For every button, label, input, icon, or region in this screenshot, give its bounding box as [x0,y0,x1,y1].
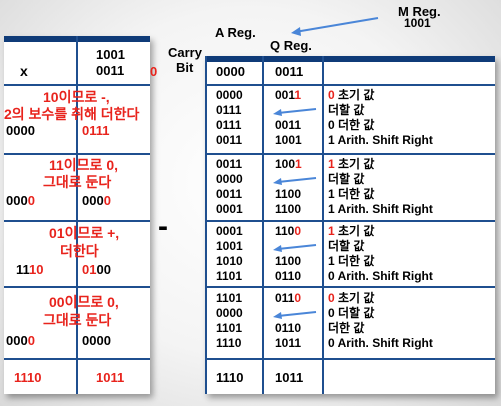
step-description: 0 더한 값 [328,118,375,132]
step-a-value: 1001 [216,239,243,253]
step1-note-line1: 10이므로 -, [43,89,110,105]
right-row-divider [205,153,495,155]
step-a-value: 1101 [216,321,243,335]
step-a-value: 0001 [216,202,243,216]
left-row-divider [4,84,150,86]
right-panel [205,56,495,394]
right-col-divider-desc [322,56,324,394]
x-label: x [20,63,28,79]
left-arrow-icon [273,244,317,252]
step-a-value: 1101 [216,269,243,283]
step-description: 더한 값 [328,321,365,335]
step-q-value: 1100 [275,224,302,238]
step-description: 0 더할 값 [328,306,375,320]
step2-a-value: 0000 [6,193,35,208]
right-panel-header-bar [205,56,495,62]
step-q-value: 1001 [275,157,302,171]
left-arrow-icon [273,311,317,319]
step2-q-value: 0000 [82,193,111,208]
step4-note-line2: 그대로 둔다 [43,312,112,328]
step-q-value: 1100 [275,187,302,201]
step-q-value: 0011 [275,88,302,102]
step-a-value: 1110 [216,336,242,350]
right-row-divider [205,84,495,86]
step-a-value: 0001 [216,224,243,238]
step-description: 더할 값 [328,172,365,186]
step-description: 1 Arith. Shift Right [328,133,433,147]
step-q-value: 0011 [275,118,302,132]
step-q-value: 1100 [275,202,302,216]
step2-note-line2: 그대로 둔다 [43,174,112,190]
step-a-value: 0011 [216,157,243,171]
step-a-value: 0000 [216,172,243,186]
step-description: 1 Arith. Shift Right [328,202,433,216]
left-col-divider [76,36,78,394]
step-description: 0 Arith. Shift Right [328,269,433,283]
step-description: 1 초기 값 [328,157,375,171]
step-q-value: 1001 [275,133,302,147]
step-a-value: 0011 [216,187,243,201]
step1-a-value: 0000 [6,123,35,138]
appended-zero: 0 [150,64,158,79]
step-description: 0 초기 값 [328,88,375,102]
right-header-q: 0011 [275,64,304,79]
step-q-value: 0110 [275,321,302,335]
step3-a-value: 1110 [16,262,44,277]
step-description: 더할 값 [328,239,365,253]
right-col-divider-q [262,56,264,394]
right-col-divider-a [205,56,207,394]
step-q-value: 0110 [275,291,302,305]
step4-a-value: 0000 [6,333,35,348]
step4-note-line1: 00이므로 0, [49,294,119,310]
left-arrow-icon [273,177,317,185]
multiplicand-value: 1001 [96,47,125,62]
step-a-value: 0011 [216,133,243,147]
left-row-divider [4,153,150,155]
left-result-q: 1011 [96,370,125,385]
m-reg-value: 1001 [404,16,431,30]
right-row-divider [205,220,495,222]
minus-sign: - [158,210,168,243]
step2-note-line1: 11이므로 0, [49,157,119,173]
step-a-value: 0000 [216,88,243,102]
multiplier-value: 0011 [96,63,125,78]
right-result-q: 1011 [275,370,304,385]
m-reg-label: M Reg. [398,4,441,19]
step-description: 더할 값 [328,103,365,117]
left-row-divider [4,358,150,360]
step4-q-value: 0000 [82,333,111,348]
step-a-value: 0111 [216,103,242,117]
step-a-value: 0000 [216,306,243,320]
left-arrow-icon [273,108,317,116]
left-row-divider [4,286,150,288]
left-result-a: 1110 [14,370,42,385]
right-row-divider [205,286,495,288]
step3-q-value: 0100 [82,262,111,277]
step-description: 0 Arith. Shift Right [328,336,433,350]
left-row-divider [4,220,150,222]
step-q-value: 1100 [275,254,302,268]
q-reg-label: Q Reg. [270,38,312,53]
right-row-divider [205,358,495,360]
right-result-a: 1110 [216,370,244,385]
step-description: 0 초기 값 [328,291,375,305]
step-description: 1 초기 값 [328,224,375,238]
carry-bit-label-line1: Carry [168,45,202,60]
step3-note-line1: 01이므로 +, [49,225,120,241]
step-description: 1 더한 값 [328,254,375,268]
step-q-value: 0110 [275,269,302,283]
a-reg-label: A Reg. [215,25,256,40]
step1-note-line2: 2의 보수를 취해 더한다 [4,106,140,122]
step-q-value: 1011 [275,336,302,350]
carry-bit-label-line2: Bit [176,60,194,75]
step-a-value: 1101 [216,291,243,305]
step3-note-line2: 더한다 [60,243,99,259]
right-header-a: 0000 [216,64,245,79]
step-description: 1 더한 값 [328,187,375,201]
step-a-value: 0111 [216,118,242,132]
step-a-value: 1010 [216,254,243,268]
step1-q-value: 0111 [82,123,110,138]
